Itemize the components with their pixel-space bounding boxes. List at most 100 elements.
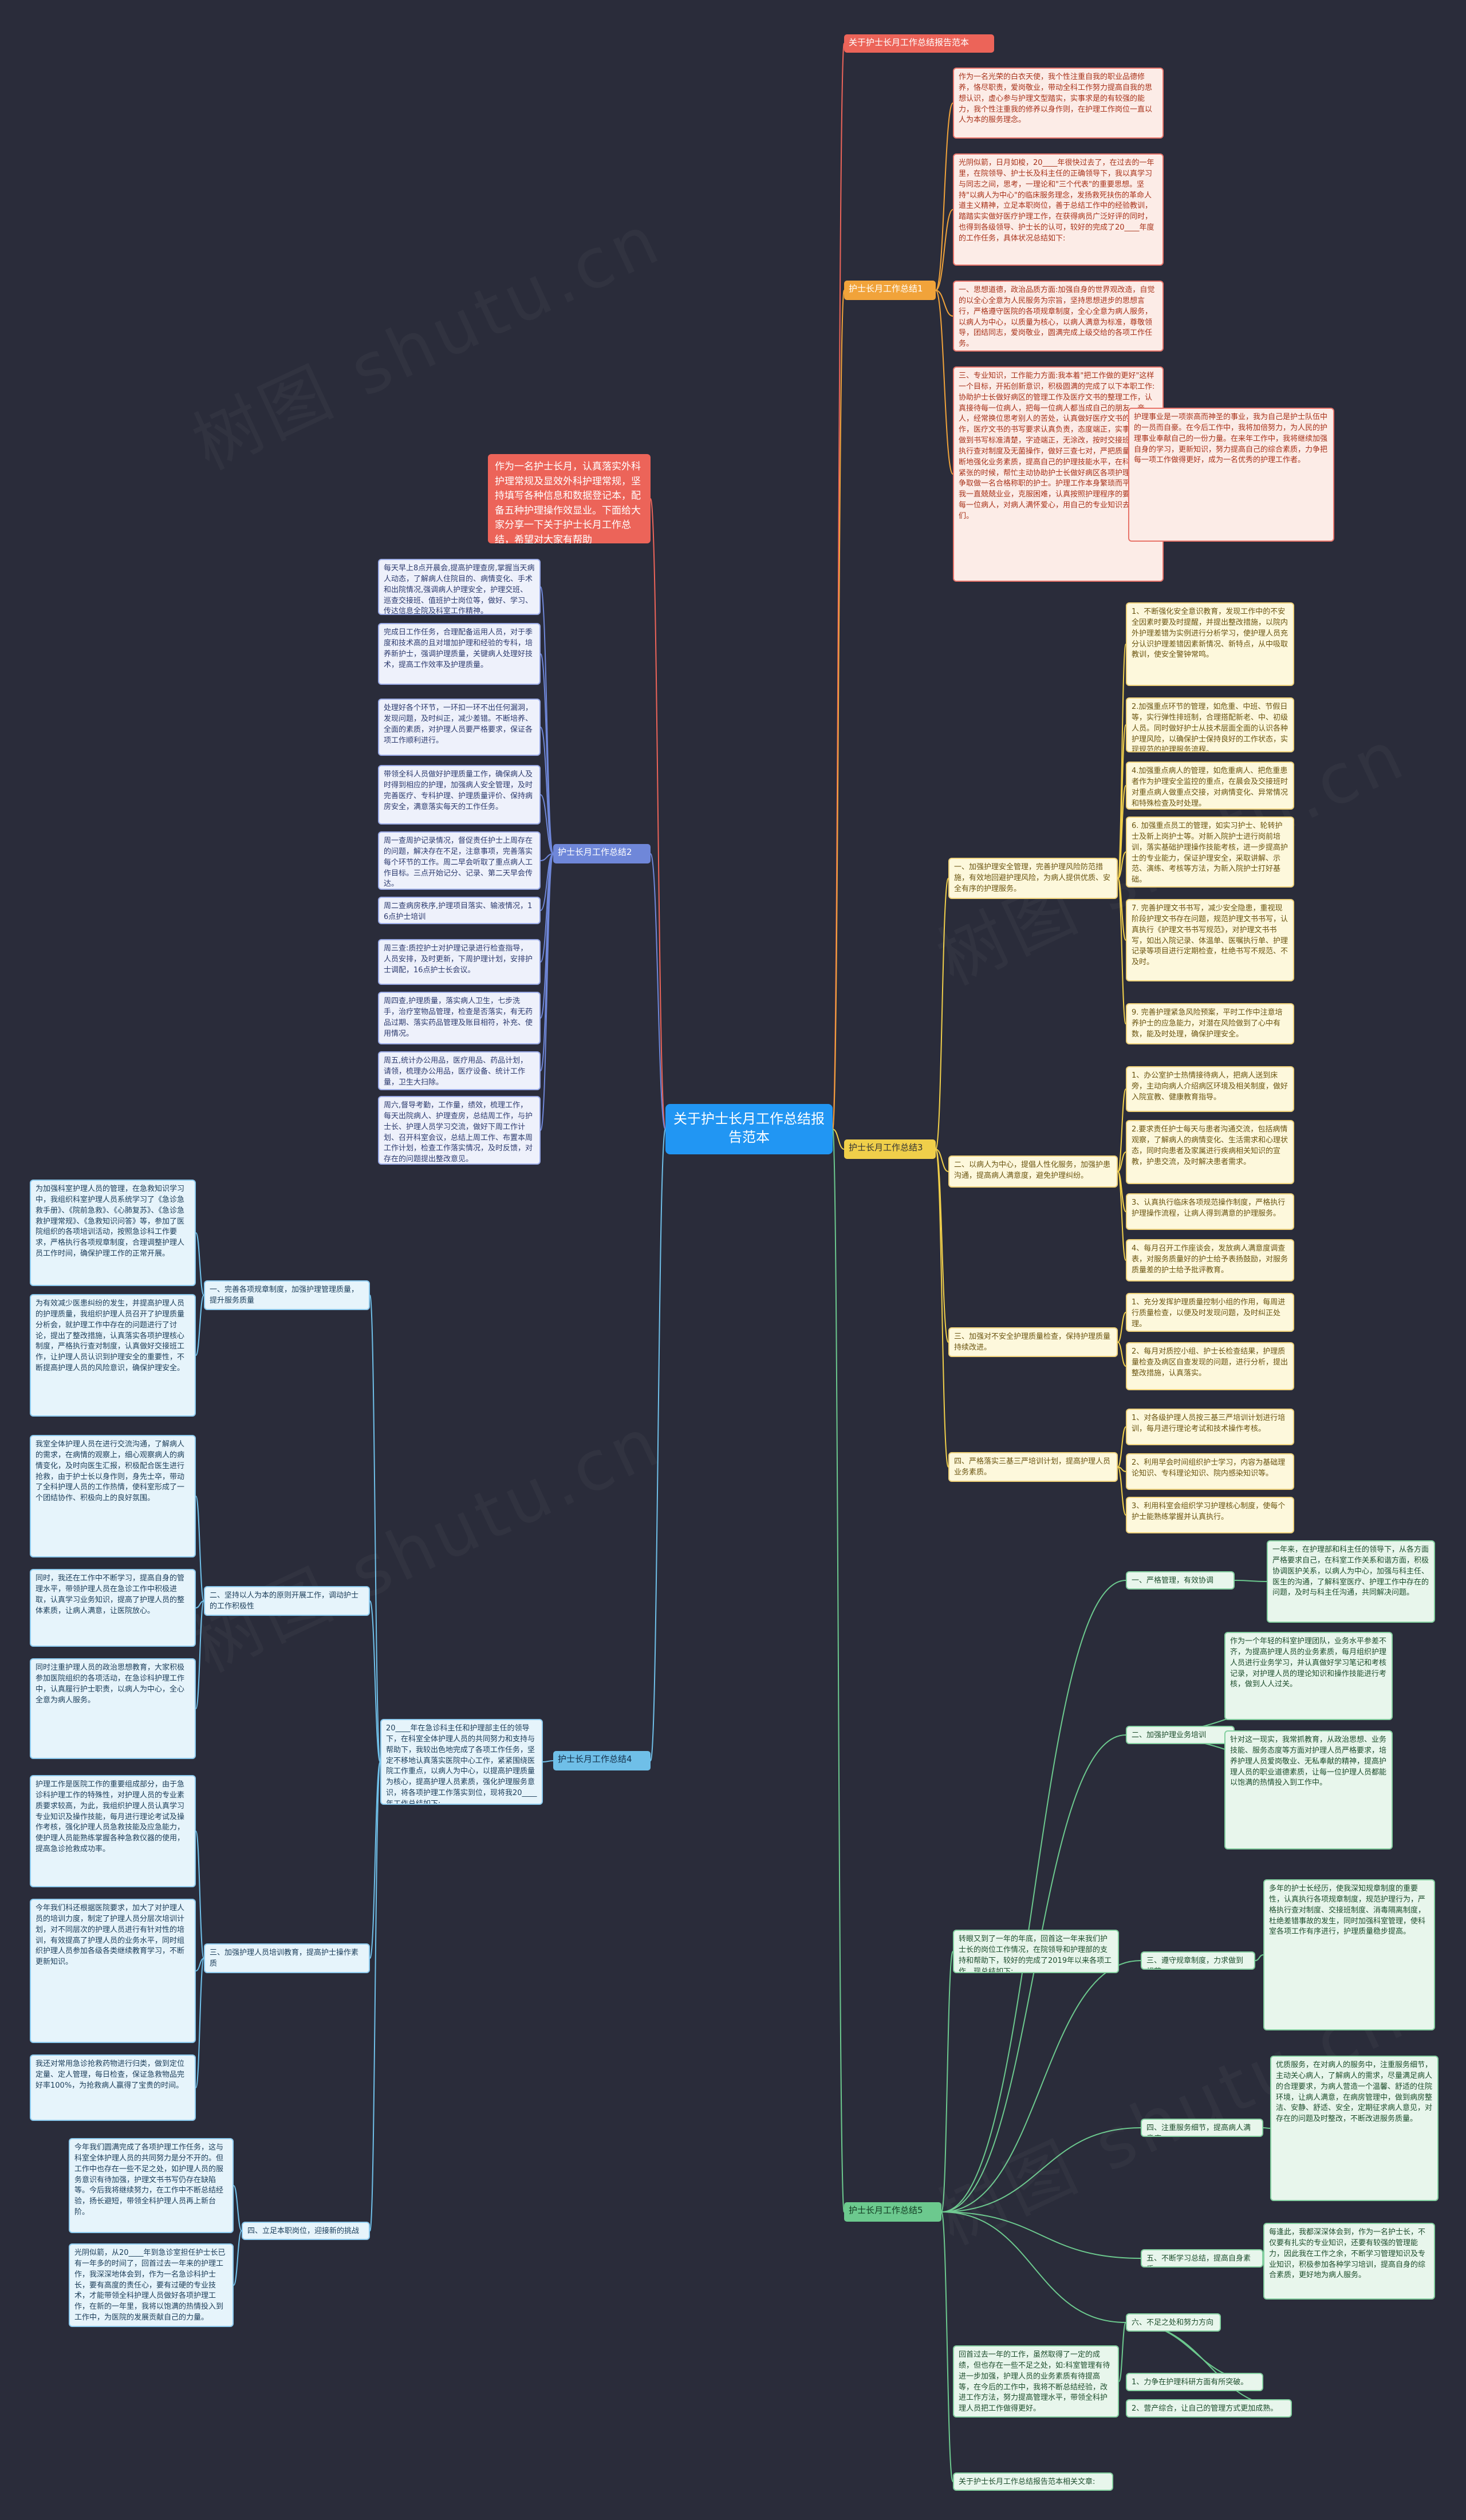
summary-3-section-3[interactable]: 三、加强对不安全护理质量检查，保持护理质量持续改进。	[948, 1327, 1118, 1357]
summary-5-section-2-item-2[interactable]: 针对这一现实，我常抓教育，从政治思想、业务技能、服务态度等方面对护理人员严格要求…	[1224, 1730, 1393, 1849]
summary-5-section-3[interactable]: 三、遵守规章制度，力求做到规范	[1141, 1951, 1255, 1970]
summary-1-side-note[interactable]: 护理事业是一项崇高而神圣的事业，我为自己是护士队伍中的一员而自豪。在今后工作中，…	[1128, 408, 1334, 542]
summary-3-section-1-item-1[interactable]: 1、不断强化安全意识教育，发现工作中的不安全因素时要及时提醒，并提出整改措施，以…	[1126, 602, 1294, 686]
connector-line	[1117, 1426, 1126, 1468]
summary-5-section-6-item-3[interactable]: 2、营产综合，让自己的管理方式更加成熟。	[1126, 2399, 1292, 2418]
summary-5-section-4-item-1[interactable]: 优质服务，在对病人的服务中，注重服务细节，主动关心病人，了解病人的需求，尽量满足…	[1270, 2056, 1439, 2201]
summary-4-section-2-item-3[interactable]: 同时注重护理人员的政治思想教育，大家积极参加医院组织的各项活动，在急诊科护理工作…	[30, 1658, 196, 1759]
summary-3-section-2-item-1[interactable]: 1、办公室护士热情接待病人，把病人送到床旁，主动向病人介绍病区环境及相关制度，做…	[1126, 1066, 1294, 1112]
connector-line	[369, 1600, 381, 1762]
connector-line	[941, 1580, 1126, 2213]
summary-3-section-2-item-4[interactable]: 4、每月召开工作座谈会，发放病人满意度调查表，对服务质量好的护士给予表扬鼓励，对…	[1126, 1239, 1294, 1281]
summary-5-section-2[interactable]: 二、加强护理业务培训	[1126, 1726, 1235, 1744]
summary-4-section-3[interactable]: 三、加强护理人员培训教育，提高护士操作素质	[204, 1943, 370, 1973]
summary-3-section-2-item-2[interactable]: 2.要求责任护士每天与患者沟通交流，包括病情观察，了解病人的病情变化、生活需求和…	[1126, 1120, 1294, 1184]
summary-3-section-1-item-3[interactable]: 4.加强重点病人的管理，如危重病人、把危重患者作为护理安全监控的重点，在晨会及交…	[1126, 762, 1294, 810]
branch-summary-5[interactable]: 护士长月工作总结5	[844, 2202, 941, 2222]
branch-summary-3[interactable]: 护士长月工作总结3	[844, 1139, 936, 1159]
summary-1-text-1[interactable]: 作为一名光荣的白衣天使，我个性注重自我的职业品德修养，恪尽职责，爱岗敬业，带动全…	[953, 68, 1164, 139]
summary-4-section-1-item-1[interactable]: 为加强科室护理人员的管理，在急救知识学习中，我组织科室护理人员系统学习了《急诊急…	[30, 1180, 196, 1286]
connector-line	[935, 290, 953, 475]
summary-5-section-6[interactable]: 六、不足之处和努力方向	[1126, 2313, 1221, 2332]
connector-line	[369, 1761, 381, 1959]
branch-title[interactable]: 关于护士长月工作总结报告范本	[844, 34, 994, 53]
related-articles-footer[interactable]: 关于护士长月工作总结报告范本相关文章:	[953, 2472, 1113, 2491]
summary-3-section-1[interactable]: 一、加强护理安全管理，完善护理风险防范措施，有效地回避护理风险，为病人提供优质、…	[948, 858, 1118, 899]
summary-1-text-2[interactable]: 光阴似箭，日月如梭，20____年很快过去了，在过去的一年里，在院领导、护士长及…	[953, 153, 1164, 266]
connector-line	[540, 794, 554, 854]
summary-1-text-3[interactable]: 一、思想道德，政治品质方面:加强自身的世界观改造，自觉的以全心全意为人民服务为宗…	[953, 281, 1164, 352]
summary-3-section-4-item-3[interactable]: 3、利用科室会组织学习护理核心制度，使每个护士能熟练掌握并认真执行。	[1126, 1497, 1294, 1533]
connector-line	[935, 1149, 949, 1172]
root-topic[interactable]: 关于护士长月工作总结报告范本	[665, 1104, 833, 1154]
connector-line	[540, 586, 554, 854]
summary-4-section-2-item-1[interactable]: 我室全体护理人员在进行交流沟通，了解病人的需求，在病情的观察上，细心观察病人的病…	[30, 1435, 196, 1557]
summary-4-section-1[interactable]: 一、完善各项规章制度，加强护理管理质量，提升服务质量	[204, 1280, 370, 1310]
summary-4-section-1-item-2[interactable]: 为有效减少医患纠纷的发生，并提高护理人员的护理质量，我组织护理人员召开了护理质量…	[30, 1294, 196, 1417]
connector-line	[542, 1760, 554, 1762]
summary-3-section-3-item-1[interactable]: 1、充分发挥护理质量控制小组的作用，每周进行质量检查，以便及时发现问题，及时纠正…	[1126, 1293, 1294, 1332]
summary-5-section-6-item-1[interactable]: 回首过去一年的工作，虽然取得了一定的成绩，但也存在一些不足之处，如:科室管理有待…	[953, 2345, 1119, 2418]
summary-4-section-3-item-3[interactable]: 我还对常用急诊抢救药物进行归类，做到定位定量、定人管理，每日检查，保证急救物品完…	[30, 2054, 196, 2121]
connector-line	[195, 1958, 204, 2088]
connector-line	[650, 853, 666, 1130]
connector-line	[832, 1129, 845, 1150]
branch-summary-1[interactable]: 护士长月工作总结1	[844, 281, 936, 300]
summary-2-item-8[interactable]: 周四查,护理质量，落实病人卫生，七步洗手，治疗室物品管理，检查是否落实，有无药品…	[378, 992, 541, 1044]
connector-line	[540, 727, 554, 854]
connector-line	[832, 43, 845, 1130]
connector-line	[1234, 1580, 1267, 1582]
summary-5-section-1-item-1[interactable]: 一年来，在护理部和科主任的领导下，从各方面严格要求自己，在科室工作关系和谐方面，…	[1267, 1540, 1435, 1623]
summary-5-section-4[interactable]: 四、注重服务细节，提高病人满意度	[1141, 2119, 1263, 2137]
summary-5-overview[interactable]: 转眼又到了一年的年底，回首这一年来我们护士长的岗位工作情况，在院领导和护理部的支…	[953, 1930, 1119, 1973]
summary-5-section-5-item-1[interactable]: 每逢此，我都深深体会到，作为一名护士长，不仅要有扎实的专业知识，还要有较强的管理…	[1263, 2223, 1435, 2300]
summary-3-section-2-item-3[interactable]: 3、认真执行临床各项规范操作制度，严格执行护理操作流程，让病人得到满意的护理服务…	[1126, 1193, 1294, 1230]
summary-5-section-5[interactable]: 五、不断学习总结，提高自身素质	[1141, 2249, 1263, 2267]
summary-3-section-4-item-1[interactable]: 1、对各级护理人员按三基三严培训计划进行培训，每月进行理论考试和技术操作考核。	[1126, 1409, 1294, 1445]
summary-3-section-1-item-6[interactable]: 9. 完善护理紧急风险预案，平时工作中注意培养护士的应急能力，对潜在风险做到了心…	[1126, 1003, 1294, 1044]
summary-3-section-1-item-4[interactable]: 6. 加强重点员工的管理，如实习护士、轮转护士及新上岗护士等。对新入院护士进行岗…	[1126, 817, 1294, 888]
summary-3-section-1-item-2[interactable]: 2.加强重点环节的管理，如危重、中班、节假日等，实行弹性排班制，合理搭配新老、中…	[1126, 697, 1294, 752]
summary-2-item-10[interactable]: 周六,督导考勤，工作量，绩效，梳理工作，每天出院病人、护理查房，总结周工作，与护…	[378, 1096, 541, 1165]
summary-4-section-4-item-2[interactable]: 光阴似箭，从20____年到急诊室担任护士长已有一年多的时间了，回首过去一年来的…	[69, 2243, 234, 2327]
summary-1-text-4[interactable]: 三、专业知识，工作能力方面:我本着"把工作做的更好"这样一个目标，开拓创新意识，…	[953, 366, 1164, 582]
summary-2-item-2[interactable]: 完成日工作任务，合理配备运用人员，对于季度和技术高的且对增加护理和经验的专科，培…	[378, 623, 541, 685]
summary-4-section-4-item-1[interactable]: 今年我们圆满完成了各项护理工作任务，这与科室全体护理人员的共同努力是分不开的。但…	[69, 2138, 234, 2233]
connector-line	[935, 878, 949, 1150]
summary-4-section-2-item-2[interactable]: 同时，我还在工作中不断学习，提高自身的管理水平，带领护理人员在急诊工作中积极进取…	[30, 1569, 196, 1647]
connector-line	[935, 102, 953, 291]
summary-5-section-6-item-2[interactable]: 1、力争在护理科研方面有所突破。	[1126, 2373, 1263, 2391]
branch-summary-2[interactable]: 护士长月工作总结2	[553, 844, 651, 863]
connector-line	[941, 2211, 1126, 2323]
summary-4-section-2[interactable]: 二、坚持以人为本的原则开展工作，调动护士的工作积极性	[204, 1586, 370, 1616]
connector-line	[195, 1295, 204, 1356]
branch-summary-4[interactable]: 护士长月工作总结4	[553, 1751, 651, 1770]
summary-4-section-4[interactable]: 四、立足本职岗位，迎接新的挑战	[242, 2222, 370, 2240]
summary-3-section-4[interactable]: 四、严格落实三基三严培训计划，提高护理人员业务素质。	[948, 1452, 1118, 1482]
intro-summary[interactable]: 作为一名护士长月，认真落实外科护理常规及显效外科护理常规，坚持填写各种信息和数据…	[488, 454, 651, 543]
connector-line	[935, 290, 953, 317]
connector-line	[941, 1951, 953, 2213]
connector-line	[1117, 878, 1126, 1024]
summary-3-section-3-item-2[interactable]: 2、每月对质控小组、护士长检查结果，护理质量检查及病区自查发现的问题，进行分析，…	[1126, 1342, 1294, 1390]
summary-2-item-4[interactable]: 带领全科人员做好护理质量工作，确保病人及时得到相应的护理，加强病人安全管理，及时…	[378, 765, 541, 825]
summary-2-item-3[interactable]: 处理好各个环节，一环扣一环不出任何漏洞，发现问题，及时纠正，减少差错。不断培养、…	[378, 699, 541, 756]
summary-5-section-2-item-1[interactable]: 作为一个年轻的科室护理团队，业务水平参差不齐，为提高护理人员的业务素质，每月组织…	[1224, 1632, 1393, 1720]
summary-2-item-9[interactable]: 周五,统计办公用品，医疗用品、药品计划，请领，梳理办公用品，医疗设备、统计工作量…	[378, 1051, 541, 1090]
summary-3-section-2[interactable]: 二、以病人为中心，提倡人性化服务，加强护患沟通，提高病人满意度，避免护理纠纷。	[948, 1156, 1118, 1188]
summary-4-overview[interactable]: 20____年在急诊科主任和护理部主任的领导下，在科室全体护理人员的共同努力和支…	[380, 1719, 543, 1805]
summary-2-item-1[interactable]: 每天早上8点开晨会,提高护理查房,掌握当天病人动态，了解病人住院目的、病情变化、…	[378, 559, 541, 615]
summary-5-section-1[interactable]: 一、严格管理，有效协调	[1126, 1571, 1235, 1590]
summary-2-item-7[interactable]: 周三查:质控护士对护理记录进行检查指导，人员安排，及时更新，下周护理计划，安排护…	[378, 939, 541, 985]
connector-line	[650, 1129, 666, 1761]
summary-4-section-3-item-1[interactable]: 护理工作是医院工作的重要组成部分，由于急诊科护理工作的特殊性，对护理人员的专业素…	[30, 1775, 196, 1887]
connector-line	[195, 1496, 204, 1602]
summary-5-section-3-item-1[interactable]: 多年的护士长经历，使我深知规章制度的重要性，认真执行各项规章制度，规范护理行为，…	[1263, 1879, 1435, 2030]
connector-line	[1117, 1151, 1126, 1172]
summary-2-item-6[interactable]: 周二查病房秩序,护理项目落实、输液情况，16点护士培训	[378, 897, 541, 924]
summary-4-section-3-item-2[interactable]: 今年我们科还根据医院要求，加大了对护理人员的培训力度，制定了护理人员分层次培训计…	[30, 1899, 196, 2043]
summary-3-section-4-item-2[interactable]: 2、利用早会时间组织护士学习，内容为基础理论知识、专科理论知识、院内感染知识等。	[1126, 1453, 1294, 1490]
summary-2-item-5[interactable]: 周一查周护记录情况，督促责任护士上周存在的问题，解决存在不足，注意事项，完善落实…	[378, 831, 541, 890]
summary-3-section-1-item-5[interactable]: 7. 完善护理文书书写，减少安全隐患，重视现阶段护理文书存在问题，规范护理文书书…	[1126, 899, 1294, 981]
connector-line	[832, 1129, 845, 2213]
